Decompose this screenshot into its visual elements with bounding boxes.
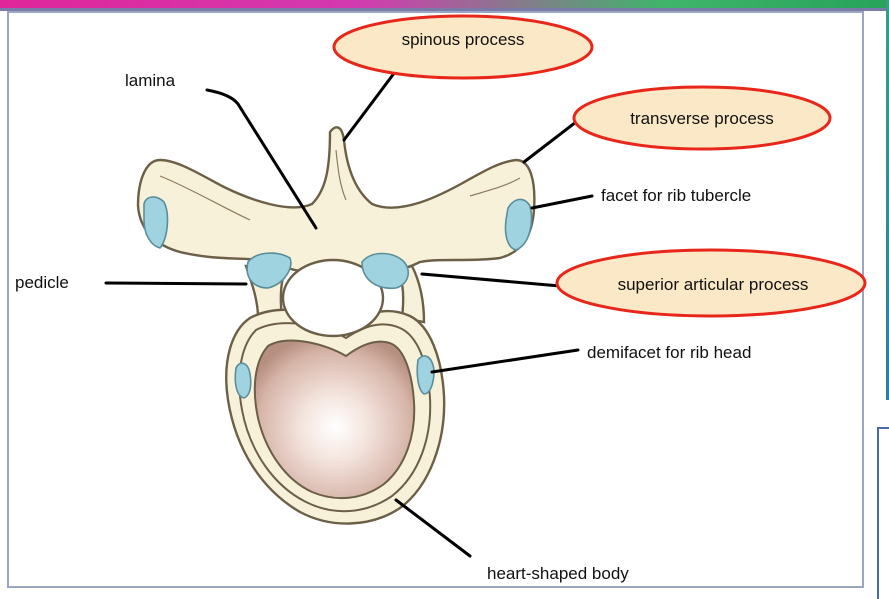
transverse-costal-facet-right	[505, 199, 531, 250]
leader-body	[396, 500, 470, 556]
leader-superior-articular	[422, 274, 560, 286]
label-pedicle: pedicle	[15, 273, 69, 292]
vertebra-illustration	[138, 127, 534, 523]
transverse-costal-facet-left	[144, 197, 167, 248]
label-superior-articular-process: superior articular process	[618, 275, 809, 294]
demifacet-right	[417, 356, 434, 394]
label-demifacet-rib-head: demifacet for rib head	[587, 343, 751, 362]
label-lamina: lamina	[125, 71, 176, 90]
label-spinous-process: spinous process	[402, 30, 525, 49]
leader-demifacet	[432, 350, 578, 372]
posterior-arch	[138, 127, 534, 272]
label-facet-rib-tubercle: facet for rib tubercle	[601, 186, 751, 205]
leader-pedicle	[106, 283, 246, 284]
leader-transverse	[524, 122, 576, 162]
label-heart-shaped-body: heart-shaped body	[487, 564, 629, 583]
label-transverse-process: transverse process	[630, 109, 774, 128]
demifacet-left	[235, 363, 250, 398]
leader-facet-tubercle	[532, 196, 592, 208]
superior-articular-facet-left	[247, 253, 291, 288]
